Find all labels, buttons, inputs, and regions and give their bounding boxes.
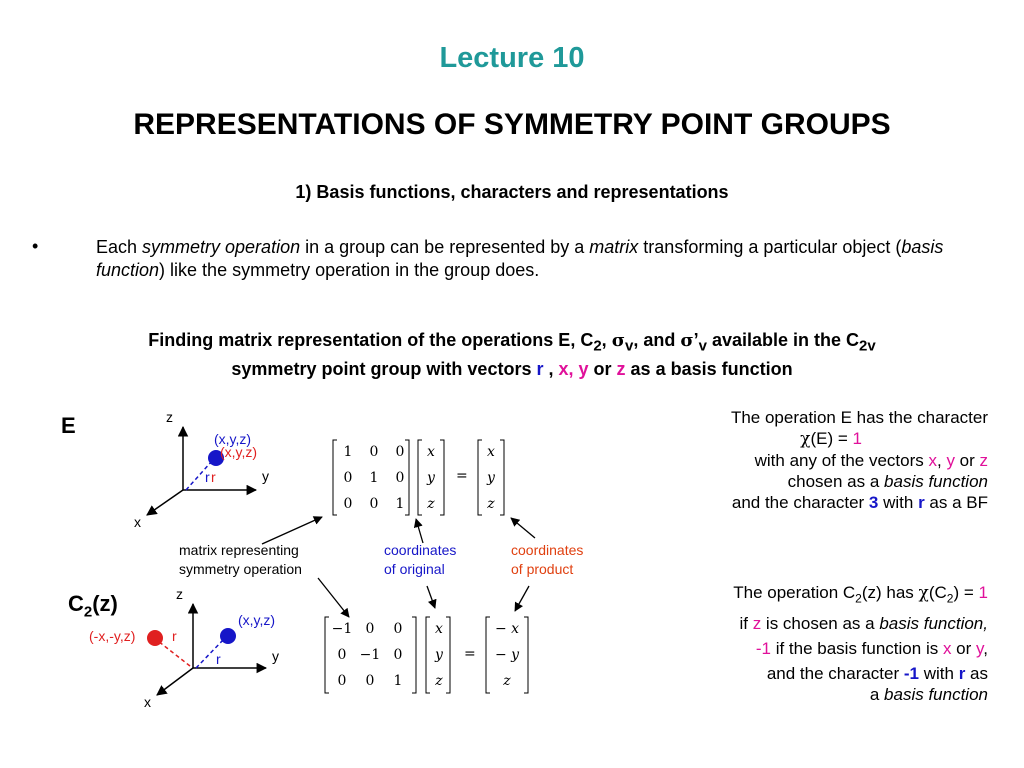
E-r-blue-label: r (205, 469, 210, 485)
lecture-title: Lecture 10 (439, 42, 585, 74)
C2-point-red-label: (-x,-y,z) (89, 628, 136, 644)
E-description: The operation E has the character χ(E) =… (730, 408, 988, 512)
matrix-cell: 1 (393, 673, 403, 689)
E-label: E (61, 413, 76, 438)
C2-description: The operation C2(z) has χ(C2) = 1 if z i… (733, 583, 988, 705)
C2-r-red-label: r (172, 628, 177, 644)
matrix-cell: 0 (365, 673, 375, 689)
E-blue-point (208, 450, 224, 466)
finding-heading: Finding matrix representation of the ope… (148, 330, 876, 379)
matrix-cell: 0 (365, 621, 375, 637)
E-point-blue-label: (x,y,z) (214, 431, 252, 447)
C2-blue-point (220, 628, 236, 644)
section-title: 1) Basis functions, characters and repre… (295, 182, 729, 202)
C2-matrix-brackets (324, 616, 529, 694)
vector-cell: y (427, 470, 435, 486)
matrix-cell: 0 (393, 621, 403, 637)
vector-cell: z (427, 496, 435, 512)
C2-r-blue-label: r (216, 651, 221, 667)
C2-equals: = (464, 646, 476, 662)
E-r-red-label: r (211, 469, 216, 485)
vector-cell: z (435, 673, 443, 689)
matrix-cell: 0 (369, 496, 379, 512)
E-axis-z-label: z (166, 409, 173, 425)
E-axes (146, 425, 258, 516)
vector-cell: x (435, 621, 443, 637)
vector-cell: y (487, 470, 495, 486)
E-axis-y-label: y (262, 468, 269, 484)
vector-cell: − x (494, 621, 520, 637)
E-point-red-label: (x,y,z) (220, 444, 258, 460)
matrix-cell: 0 (337, 647, 347, 663)
vector-cell: x (427, 444, 435, 460)
matrix-cell: 0 (395, 444, 405, 460)
matrix-cell: 0 (337, 673, 347, 689)
bullet-marker: • (32, 236, 39, 256)
C2-axis-y-label: y (272, 648, 279, 664)
C2-label: C2(z) (68, 591, 118, 621)
E-matrix-brackets (332, 439, 505, 516)
C2-axes (147, 602, 268, 696)
annotation-arrows (261, 516, 536, 618)
vector-cell: z (487, 496, 495, 512)
vector-cell: − y (494, 647, 520, 663)
matrix-cell: −1 (331, 621, 353, 637)
bullet-text: Each symmetry operation in a group can b… (96, 237, 944, 280)
C2-axis-x-label: x (144, 694, 151, 710)
vector-cell: y (435, 647, 443, 663)
E-equals: = (456, 468, 468, 484)
matrix-cell: 1 (343, 444, 353, 460)
main-title: REPRESENTATIONS OF SYMMETRY POINT GROUPS (133, 108, 891, 141)
matrix-cell: 0 (343, 496, 353, 512)
matrix-cell: −1 (359, 647, 381, 663)
vector-cell: z (503, 673, 511, 689)
C2-point-blue-label: (x,y,z) (238, 612, 276, 628)
E-axis-x-label: x (134, 514, 141, 530)
matrix-cell: 0 (395, 470, 405, 486)
matrix-cell: 1 (369, 470, 379, 486)
matrix-cell: 1 (395, 496, 405, 512)
matrix-cell: 0 (369, 444, 379, 460)
matrix-cell: 0 (343, 470, 353, 486)
C2-red-point (147, 630, 163, 646)
matrix-cell: 0 (393, 647, 403, 663)
C2-axis-z-label: z (176, 586, 183, 602)
vector-cell: x (487, 444, 495, 460)
